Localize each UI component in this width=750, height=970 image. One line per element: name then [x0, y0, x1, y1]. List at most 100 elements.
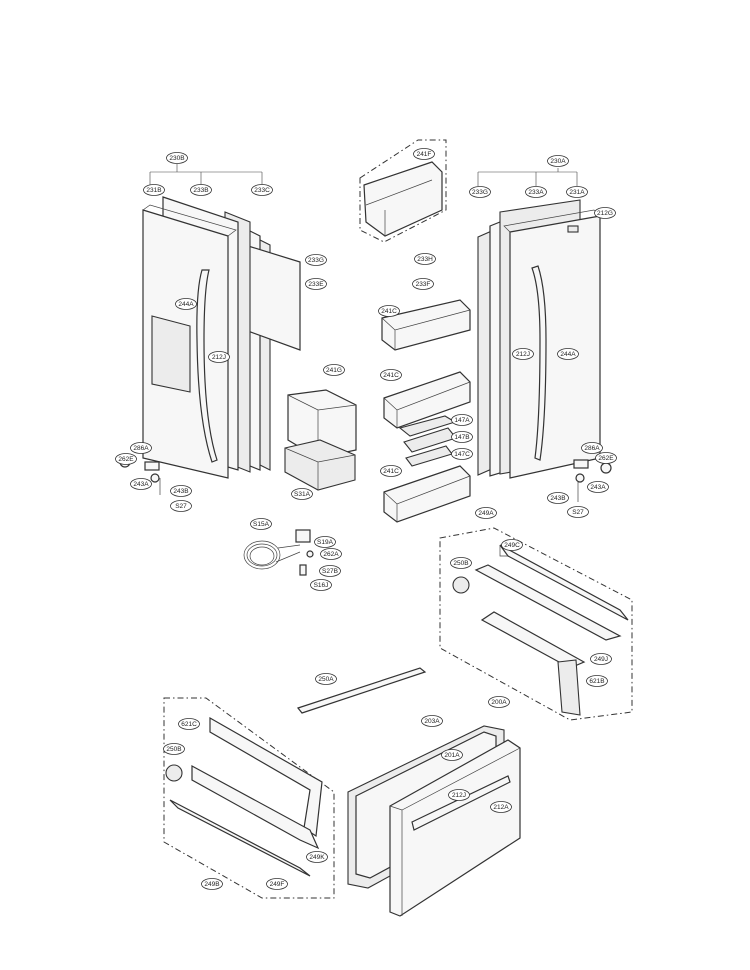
callout-label: 241F — [417, 151, 432, 158]
callout-243a: 243A — [130, 478, 152, 490]
callout-label: 262E — [598, 455, 614, 462]
callout-249b: 249B — [201, 878, 223, 890]
callout-241c: 241C — [378, 305, 400, 317]
callout-147c: 147C — [451, 448, 473, 460]
callout-label: 147C — [454, 451, 470, 458]
callout-label: 244A — [178, 301, 194, 308]
callout-label: S16J — [314, 582, 329, 589]
callout-s16j: S16J — [310, 579, 332, 591]
callout-label: 233E — [308, 281, 324, 288]
callout-label: 201A — [444, 752, 460, 759]
callout-label: 241C — [383, 372, 399, 379]
callout-label: S31A — [294, 491, 311, 498]
callout-241c: 241C — [380, 369, 402, 381]
callout-233g: 233G — [305, 254, 327, 266]
callout-249j: 249J — [590, 653, 612, 665]
callout-label: S27 — [175, 503, 187, 510]
callout-243b: 243B — [170, 485, 192, 497]
callout-243a: 243A — [587, 481, 609, 493]
callout-233g: 233G — [469, 186, 491, 198]
callout-286a: 286A — [130, 442, 152, 454]
right-door-panel — [509, 215, 601, 479]
callout-label: 231A — [569, 189, 585, 196]
callout-label: 233A — [528, 189, 544, 196]
callout-249f: 249F — [266, 878, 288, 890]
callout-147b: 147B — [451, 431, 473, 443]
callout-212g: 212G — [594, 207, 616, 219]
freezer-drawer — [347, 725, 521, 917]
callout-label: 243B — [550, 495, 565, 502]
callout-label: 200A — [491, 699, 507, 706]
callout-label: 262A — [323, 551, 339, 558]
callout-label: 147B — [454, 434, 469, 441]
callout-label: 233H — [417, 256, 433, 263]
callout-212j: 212J — [512, 348, 534, 360]
callout-label: 212J — [452, 792, 466, 799]
callout-label: 147A — [454, 417, 470, 424]
left-drawer-rail-assembly — [163, 697, 335, 899]
callout-243b: 243B — [547, 492, 569, 504]
callout-233h: 233H — [414, 253, 436, 265]
wiring-harness — [243, 529, 314, 576]
callout-label: 230A — [550, 158, 566, 165]
callout-230b: 230B — [166, 152, 188, 164]
callout-s31a: S31A — [291, 488, 313, 500]
callout-s15a: S15A — [250, 518, 272, 530]
callout-label: 621B — [589, 678, 604, 685]
callout-203a: 203A — [421, 715, 443, 727]
callout-233c: 233C — [251, 184, 273, 196]
callout-s27b: S27B — [319, 565, 341, 577]
callout-label: S15A — [253, 521, 270, 528]
callout-label: S27 — [572, 509, 584, 516]
callout-286a: 286A — [581, 442, 603, 454]
callout-233b: 233B — [190, 184, 212, 196]
right-door-bins — [381, 299, 471, 523]
callout-233f: 233F — [412, 278, 434, 290]
callout-label: 230B — [169, 155, 184, 162]
callout-label: 286A — [584, 445, 600, 452]
callout-249a: 249A — [475, 507, 497, 519]
freezer-drawer-front — [389, 739, 521, 917]
callout-label: 262E — [118, 456, 134, 463]
callout-233a: 233A — [525, 186, 547, 198]
callout-label: 249C — [504, 542, 520, 549]
callout-label: 233G — [472, 189, 488, 196]
callout-label: 249F — [270, 881, 285, 888]
callout-262e: 262E — [595, 452, 617, 464]
callout-label: 250B — [453, 560, 468, 567]
callout-621b: 621B — [586, 675, 608, 687]
callout-label: 241C — [383, 468, 399, 475]
callout-label: 203A — [424, 718, 440, 725]
callout-label: 243B — [173, 488, 188, 495]
left-door-handle — [196, 269, 218, 463]
callout-249k: 249K — [306, 851, 328, 863]
callout-212j: 212J — [448, 789, 470, 801]
callout-212a: 212A — [490, 801, 512, 813]
callout-label: 249K — [309, 854, 325, 861]
callout-label: 243A — [590, 484, 606, 491]
callout-231a: 231A — [566, 186, 588, 198]
callout-230a: 230A — [547, 155, 569, 167]
callout-label: 231B — [146, 187, 161, 194]
callout-250b: 250B — [450, 557, 472, 569]
callout-label: 244A — [560, 351, 576, 358]
callout-249c: 249C — [501, 539, 523, 551]
right-door-assembly — [477, 168, 612, 502]
callout-262e: 262E — [115, 453, 137, 465]
right-drawer-rail-assembly — [439, 527, 633, 721]
callout-250b: 250B — [163, 743, 185, 755]
callout-241g: 241G — [323, 364, 345, 376]
callout-241f: 241F — [413, 148, 435, 160]
callout-label: 212J — [516, 351, 530, 358]
callout-250a: 250A — [315, 673, 337, 685]
callout-244a: 244A — [175, 298, 197, 310]
callout-label: 212A — [493, 804, 509, 811]
callout-label: 233F — [416, 281, 431, 288]
callout-231b: 231B — [143, 184, 165, 196]
callout-262a: 262A — [320, 548, 342, 560]
callout-label: 243A — [133, 481, 149, 488]
callout-label: 233C — [254, 187, 270, 194]
callout-label: 233G — [308, 257, 324, 264]
callout-241c: 241C — [380, 465, 402, 477]
callout-label: 250A — [318, 676, 334, 683]
